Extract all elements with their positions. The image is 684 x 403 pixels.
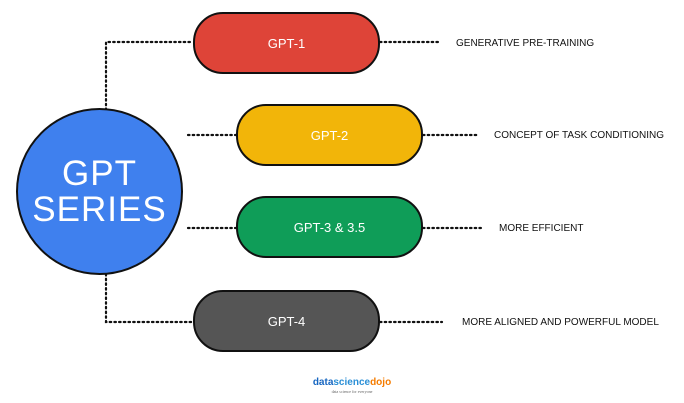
gpt2-label: GPT-2 <box>310 127 349 143</box>
gpt3-pill: GPT-3 & 3.5 <box>236 196 423 258</box>
gpt1-label: GPT-1 <box>267 35 306 51</box>
logo-part-dojo: dojo <box>370 377 392 388</box>
gpt3-description: MORE EFFICIENT <box>499 223 584 234</box>
datasciencedojo-logo: datasciencedojo data science for everyon… <box>307 377 397 395</box>
gpt-series-circle: GPT SERIES <box>16 108 183 275</box>
gpt1-description: GENERATIVE PRE-TRAINING <box>456 38 595 49</box>
gpt4-label: GPT-4 <box>267 313 306 329</box>
gpt2-description: CONCEPT OF TASK CONDITIONING <box>494 130 665 141</box>
gpt4-description: MORE ALIGNED AND POWERFUL MODEL <box>462 317 659 328</box>
logo-wordmark: datasciencedojo <box>307 377 397 389</box>
gpt1-pill: GPT-1 <box>193 12 380 74</box>
logo-tagline: data science for everyone <box>331 389 373 394</box>
gpt2-pill: GPT-2 <box>236 104 423 166</box>
connector-circle-gpt1 <box>104 40 195 112</box>
logo-part-data: data <box>312 377 334 388</box>
gpt3-label: GPT-3 & 3.5 <box>293 219 366 235</box>
center-title: GPT SERIES <box>32 153 167 229</box>
logo-part-science: science <box>333 377 371 388</box>
gpt4-pill: GPT-4 <box>193 290 380 352</box>
connector-circle-gpt4 <box>104 272 195 324</box>
